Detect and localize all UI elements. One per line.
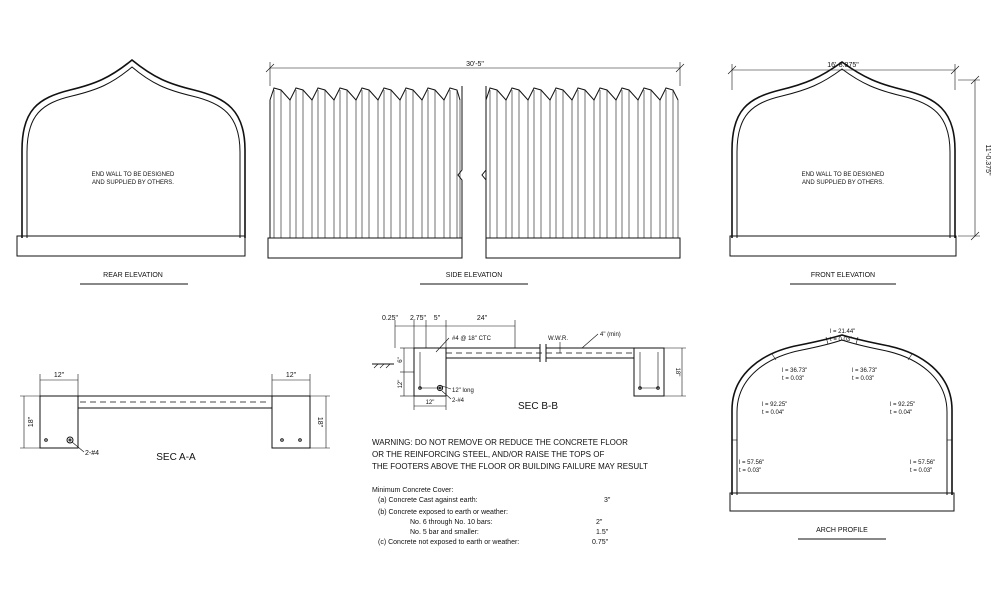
sec-b-wwr: W.W.R. [548,336,568,342]
arch-ur-l: l = 36.73" [852,368,877,374]
side-break-right [481,86,487,258]
arch-profile-outer [731,334,953,495]
front-note-line1: END WALL TO BE DESIGNED [802,172,885,178]
sec-a-bar-label: 2-#4 [85,450,99,457]
front-height-dim: 11'-0.375" [984,145,991,176]
arch-ml-t: t = 0.04" [762,410,784,416]
section-a-a: 12" 12" 2-#4 18" 18" SEC A-A [20,372,330,463]
rear-arch-outer [21,58,246,238]
front-foundation [729,235,957,257]
rear-foundation [16,235,246,257]
side-elevation-title: SIDE ELEVATION [446,272,503,279]
warning-note: WARNING: DO NOT REMOVE OR REDUCE THE CON… [372,438,648,471]
side-panel-left [269,87,461,238]
sec-b-rebar-note: #4 @ 18" CTC [452,336,492,342]
sec-b-left-12: 12" [398,380,404,389]
front-width-dim: 16'-8.875" [827,62,859,69]
warning-line2: OR THE REINFORCING STEEL, AND/OR RAISE T… [372,450,604,459]
arch-ul-l: l = 36.73" [782,368,807,374]
cover-b2-label: No. 5 bar and smaller: [410,529,479,536]
cover-b1-label: No. 6 through No. 10 bars: [410,519,493,526]
side-foundation-right [485,237,681,259]
arch-top-t: t = 0.03" [830,337,852,343]
sec-b-title: SEC B-B [518,401,558,412]
arch-mr-t: t = 0.04" [890,410,912,416]
front-arch-outer [731,61,956,238]
sec-b-left-6: 6" [398,357,404,362]
concrete-cover-table: Minimum Concrete Cover: (a) Concrete Cas… [372,487,611,546]
sec-b-dim-5: 5" [434,315,441,322]
cover-a-value: 3" [604,497,611,504]
sec-b-dim-24: 24" [477,315,488,322]
sec-b-dim-025: 0.25" [382,315,399,322]
sec-a-left-height: 18" [28,416,35,427]
rear-arch-inner [26,66,241,238]
side-foundation-left [267,237,463,259]
side-panel-right [485,87,679,238]
sec-a-right-height: 18" [316,417,323,428]
sec-b-footer-right [633,347,665,397]
corrugation-top-edge [269,87,461,101]
arch-ul-t: t = 0.03" [782,376,804,382]
arch-mr-l: l = 92.25" [890,402,915,408]
side-elevation: 30'-5" SIDE ELEVATION [265,61,685,285]
sec-a-right-width: 12" [286,372,297,379]
section-b-b: 0.25" 2.75" 5" 24" #4 @ 18" CTC W.W.R. 4… [372,315,686,412]
rear-note-line1: END WALL TO BE DESIGNED [92,172,175,178]
sec-a-left-width: 12" [54,372,65,379]
warning-line1: WARNING: DO NOT REMOVE OR REDUCE THE CON… [372,438,628,447]
side-overall-dim: 30'-5" [466,61,484,68]
sec-a-footer-left [39,395,79,449]
cover-b1-value: 2" [596,519,603,526]
arch-profile-inner [736,339,948,495]
warning-line3: THE FOOTERS ABOVE THE FLOOR OR BUILDING … [372,462,648,471]
sec-b-bottom-12: 12" [426,400,435,406]
front-arch-inner [736,68,951,238]
sec-b-dim-275: 2.75" [410,315,427,322]
arch-profile-title: ARCH PROFILE [816,527,868,534]
arch-ml-l: l = 92.25" [762,402,787,408]
front-note-line2: AND SUPPLIED BY OTHERS. [802,180,884,186]
front-elevation: 16'-8.875" 11'-0.375" END WALL TO BE DES… [727,61,991,285]
arch-profile-foundation [729,492,955,512]
arch-lr-t: t = 0.03" [910,468,932,474]
arch-top-l: l = 21.44" [830,329,855,335]
rear-note-line2: AND SUPPLIED BY OTHERS. [92,180,174,186]
cover-c-label: (c) Concrete not exposed to earth or wea… [378,539,519,546]
front-elevation-title: FRONT ELEVATION [811,272,875,279]
arch-ur-t: t = 0.03" [852,376,874,382]
cover-b-label: (b) Concrete exposed to earth or weather… [378,509,508,516]
sec-b-hook: 12" long [452,388,474,394]
arch-lr-l: l = 57.56" [910,460,935,466]
sec-b-right-18: 18" [674,368,680,377]
rear-elevation: END WALL TO BE DESIGNED AND SUPPLIED BY … [16,58,246,285]
cover-b2-value: 1.5" [596,529,609,536]
cover-a-label: (a) Concrete Cast against earth: [378,497,478,504]
sec-b-bars: 2-#4 [452,398,465,404]
side-break-left [457,86,463,258]
rear-elevation-title: REAR ELEVATION [103,272,163,279]
arch-ll-l: l = 57.56" [739,460,764,466]
arch-ll-t: t = 0.03" [739,468,761,474]
sec-a-footer-right [271,395,311,449]
corrugation-top-edge [485,87,679,101]
sec-a-title: SEC A-A [156,452,196,463]
cover-heading: Minimum Concrete Cover: [372,487,453,494]
cover-c-value: 0.75" [592,539,609,546]
sec-b-slab-min: 4" (min) [600,332,621,338]
arch-profile: l = 21.44" t = 0.03" l = 36.73" t = 0.03… [729,329,955,540]
